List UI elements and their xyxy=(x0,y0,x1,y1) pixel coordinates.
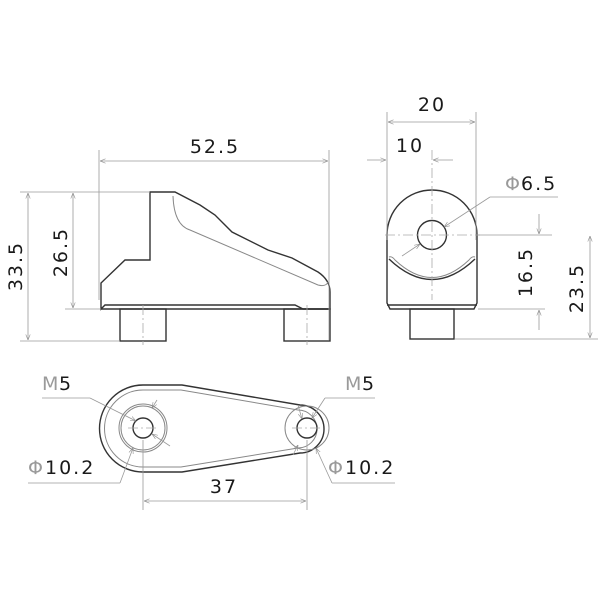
label-52-5: 52.5 xyxy=(190,136,240,158)
top-view xyxy=(98,384,330,473)
label-23-5: 23.5 xyxy=(566,263,588,313)
label-m5-left-m: M xyxy=(42,373,58,395)
label-phi-6-5-value: 6.5 xyxy=(521,173,557,195)
label-m5-right-m: M xyxy=(345,373,361,395)
dimension-side-half-width: 10 xyxy=(367,135,453,160)
label-phi-left-symbol: Φ xyxy=(28,457,43,479)
label-phi-6-5-symbol: Φ xyxy=(505,173,520,195)
label-16-5: 16.5 xyxy=(515,247,537,297)
label-26-5: 26.5 xyxy=(50,227,72,277)
dimension-hole-to-body-bottom: 16.5 xyxy=(478,214,552,330)
callout-boss-left: Φ 10.2 xyxy=(28,399,158,484)
label-10: 10 xyxy=(396,135,424,157)
label-m5-left-n: 5 xyxy=(59,373,73,395)
label-phi-right-value: 10.2 xyxy=(345,457,395,479)
dimension-overall-length: 52.5 xyxy=(98,136,330,340)
callout-boss-right: Φ 10.2 xyxy=(292,445,395,484)
label-20: 20 xyxy=(418,94,446,116)
dimension-hole-to-stud-bottom: 23.5 xyxy=(455,236,598,340)
label-33-5: 33.5 xyxy=(5,241,27,291)
dimension-stud-spacing: 37 xyxy=(142,440,308,510)
label-phi-right-symbol: Φ xyxy=(328,457,343,479)
callout-thread-right: M 5 xyxy=(297,373,376,419)
dimension-side-width: 20 xyxy=(386,94,477,240)
side-view xyxy=(385,150,480,340)
label-phi-left-value: 10.2 xyxy=(45,457,95,479)
label-m5-right-n: 5 xyxy=(362,373,376,395)
dimension-body-height: 26.5 xyxy=(50,193,101,310)
dimension-hole-diameter: Φ 6.5 xyxy=(401,173,558,257)
front-view xyxy=(100,191,331,345)
label-37: 37 xyxy=(210,476,238,498)
callout-thread-left: M 5 xyxy=(42,373,171,447)
dimension-overall-height: 33.5 xyxy=(5,191,150,342)
